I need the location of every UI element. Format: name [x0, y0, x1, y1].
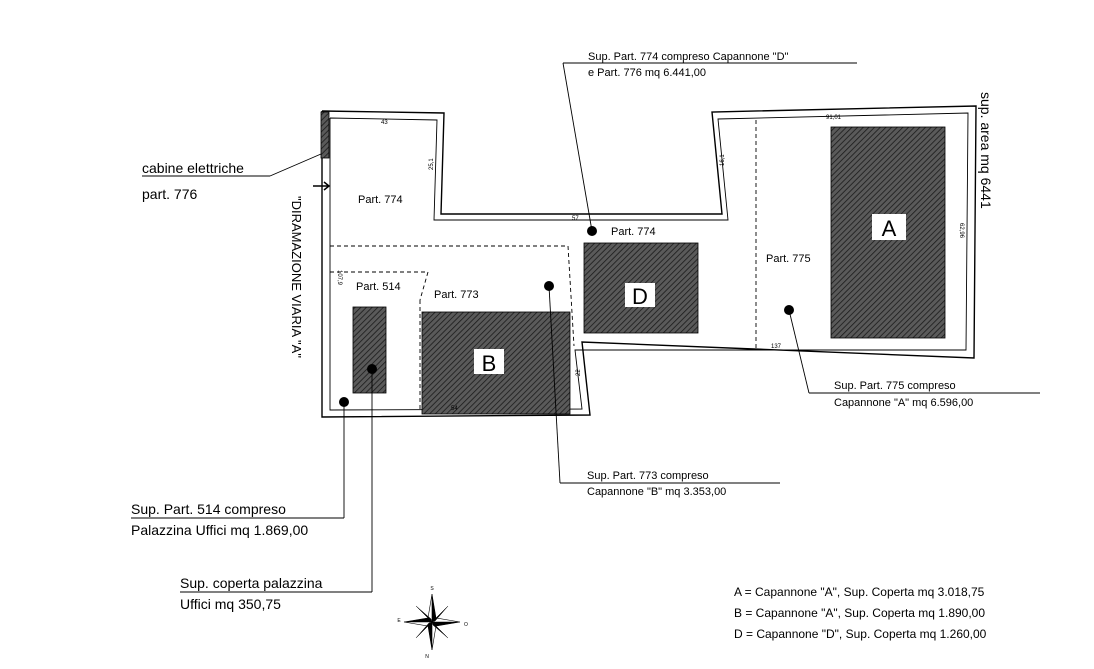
total-area-label: sup. area mq 6441 — [978, 92, 994, 209]
office-building — [352, 306, 387, 394]
entrance-arrow-icon — [313, 181, 331, 191]
svg-text:S: S — [430, 586, 434, 592]
callout-514-line2: Palazzina Uffici mq 1.869,00 — [131, 522, 308, 538]
legend-item-d: D = Capannone "D", Sup. Coperta mq 1.260… — [734, 627, 987, 641]
legend-item-b: B = Capannone "A", Sup. Coperta mq 1.890… — [734, 606, 985, 620]
svg-text:25,1: 25,1 — [429, 158, 435, 170]
svg-text:54: 54 — [451, 406, 458, 412]
legend-item-a: A = Capannone "A", Sup. Coperta mq 3.018… — [734, 585, 985, 599]
svg-text:22: 22 — [576, 369, 582, 376]
callout-covered-line1: Sup. coperta palazzina — [180, 575, 323, 591]
parcel-514-label: Part. 514 — [356, 281, 401, 293]
building-a-label: A — [882, 216, 897, 241]
callout-773-line2: Capannone "B" mq 3.353,00 — [587, 486, 726, 498]
svg-text:43: 43 — [381, 120, 388, 126]
parcel-775-label: Part. 775 — [766, 253, 811, 265]
svg-text:62,96: 62,96 — [958, 223, 964, 239]
callout-775-line2: Capannone "A" mq 6.596,00 — [834, 397, 973, 409]
svg-text:57: 57 — [572, 216, 579, 222]
compass-rose-icon: S N E O — [397, 586, 468, 660]
svg-text:107,9: 107,9 — [336, 270, 342, 286]
svg-text:137: 137 — [771, 344, 782, 350]
callout-774-line1: Sup. Part. 774 compreso Capannone "D" — [588, 51, 789, 63]
building-b-label: B — [482, 351, 497, 376]
legend: A = Capannone "A", Sup. Coperta mq 3.018… — [734, 585, 987, 641]
callout-514-line1: Sup. Part. 514 compreso — [131, 501, 286, 517]
parcel-774-mid-label: Part. 774 — [611, 226, 656, 238]
cabin-label-line1: cabine elettriche — [142, 160, 244, 176]
svg-text:N: N — [425, 654, 429, 660]
svg-text:16,1: 16,1 — [720, 154, 726, 166]
electrical-cabins-block — [320, 111, 330, 159]
parcel-773-label: Part. 773 — [434, 289, 479, 301]
parcel-774-top-label: Part. 774 — [358, 194, 403, 206]
road-label: "DIRAMAZIONE VIARIA "A" — [289, 196, 304, 358]
cabin-label-line2: part. 776 — [142, 186, 197, 202]
callout-774-line2: e Part. 776 mq 6.441,00 — [588, 67, 706, 79]
parcel-boundaries — [330, 120, 757, 410]
building-d-label: D — [632, 284, 648, 309]
callout-773-line1: Sup. Part. 773 compreso — [587, 470, 709, 482]
callout-775-line1: Sup. Part. 775 compreso — [834, 380, 956, 392]
svg-text:E: E — [397, 618, 401, 624]
dimension-labels: 43 25,1 57 16,1 91,01 62,96 107,9 54 137… — [336, 115, 964, 412]
svg-text:91,01: 91,01 — [826, 115, 842, 121]
callout-covered-line2: Uffici mq 350,75 — [180, 596, 281, 612]
svg-text:O: O — [464, 622, 468, 628]
